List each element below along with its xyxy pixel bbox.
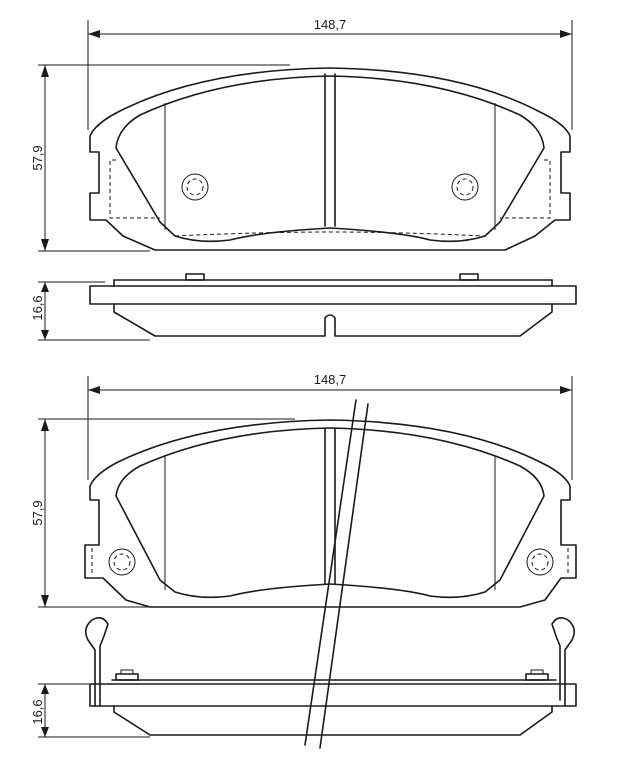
bottom-thickness-dimension: 16,6	[30, 683, 150, 738]
bottom-width-dimension: 148,7	[87, 372, 573, 480]
top-pad-front-view	[89, 67, 571, 251]
top-height-dimension: 57,9	[30, 64, 290, 252]
top-width-label: 148,7	[314, 17, 347, 32]
top-pad-side-view	[89, 273, 577, 337]
top-width-dimension: 148,7	[87, 17, 573, 130]
bottom-height-dimension: 57,9	[30, 418, 295, 608]
bottom-pad-front-view	[84, 419, 577, 608]
bottom-width-label: 148,7	[314, 372, 347, 387]
bottom-height-label: 57,9	[30, 500, 45, 525]
top-thickness-label: 16,6	[30, 295, 45, 320]
bottom-pad-side-view	[84, 616, 577, 736]
bottom-thickness-label: 16,6	[30, 699, 45, 724]
top-height-label: 57,9	[30, 145, 45, 170]
top-thickness-dimension: 16,6	[30, 281, 150, 341]
break-lines	[304, 399, 369, 749]
